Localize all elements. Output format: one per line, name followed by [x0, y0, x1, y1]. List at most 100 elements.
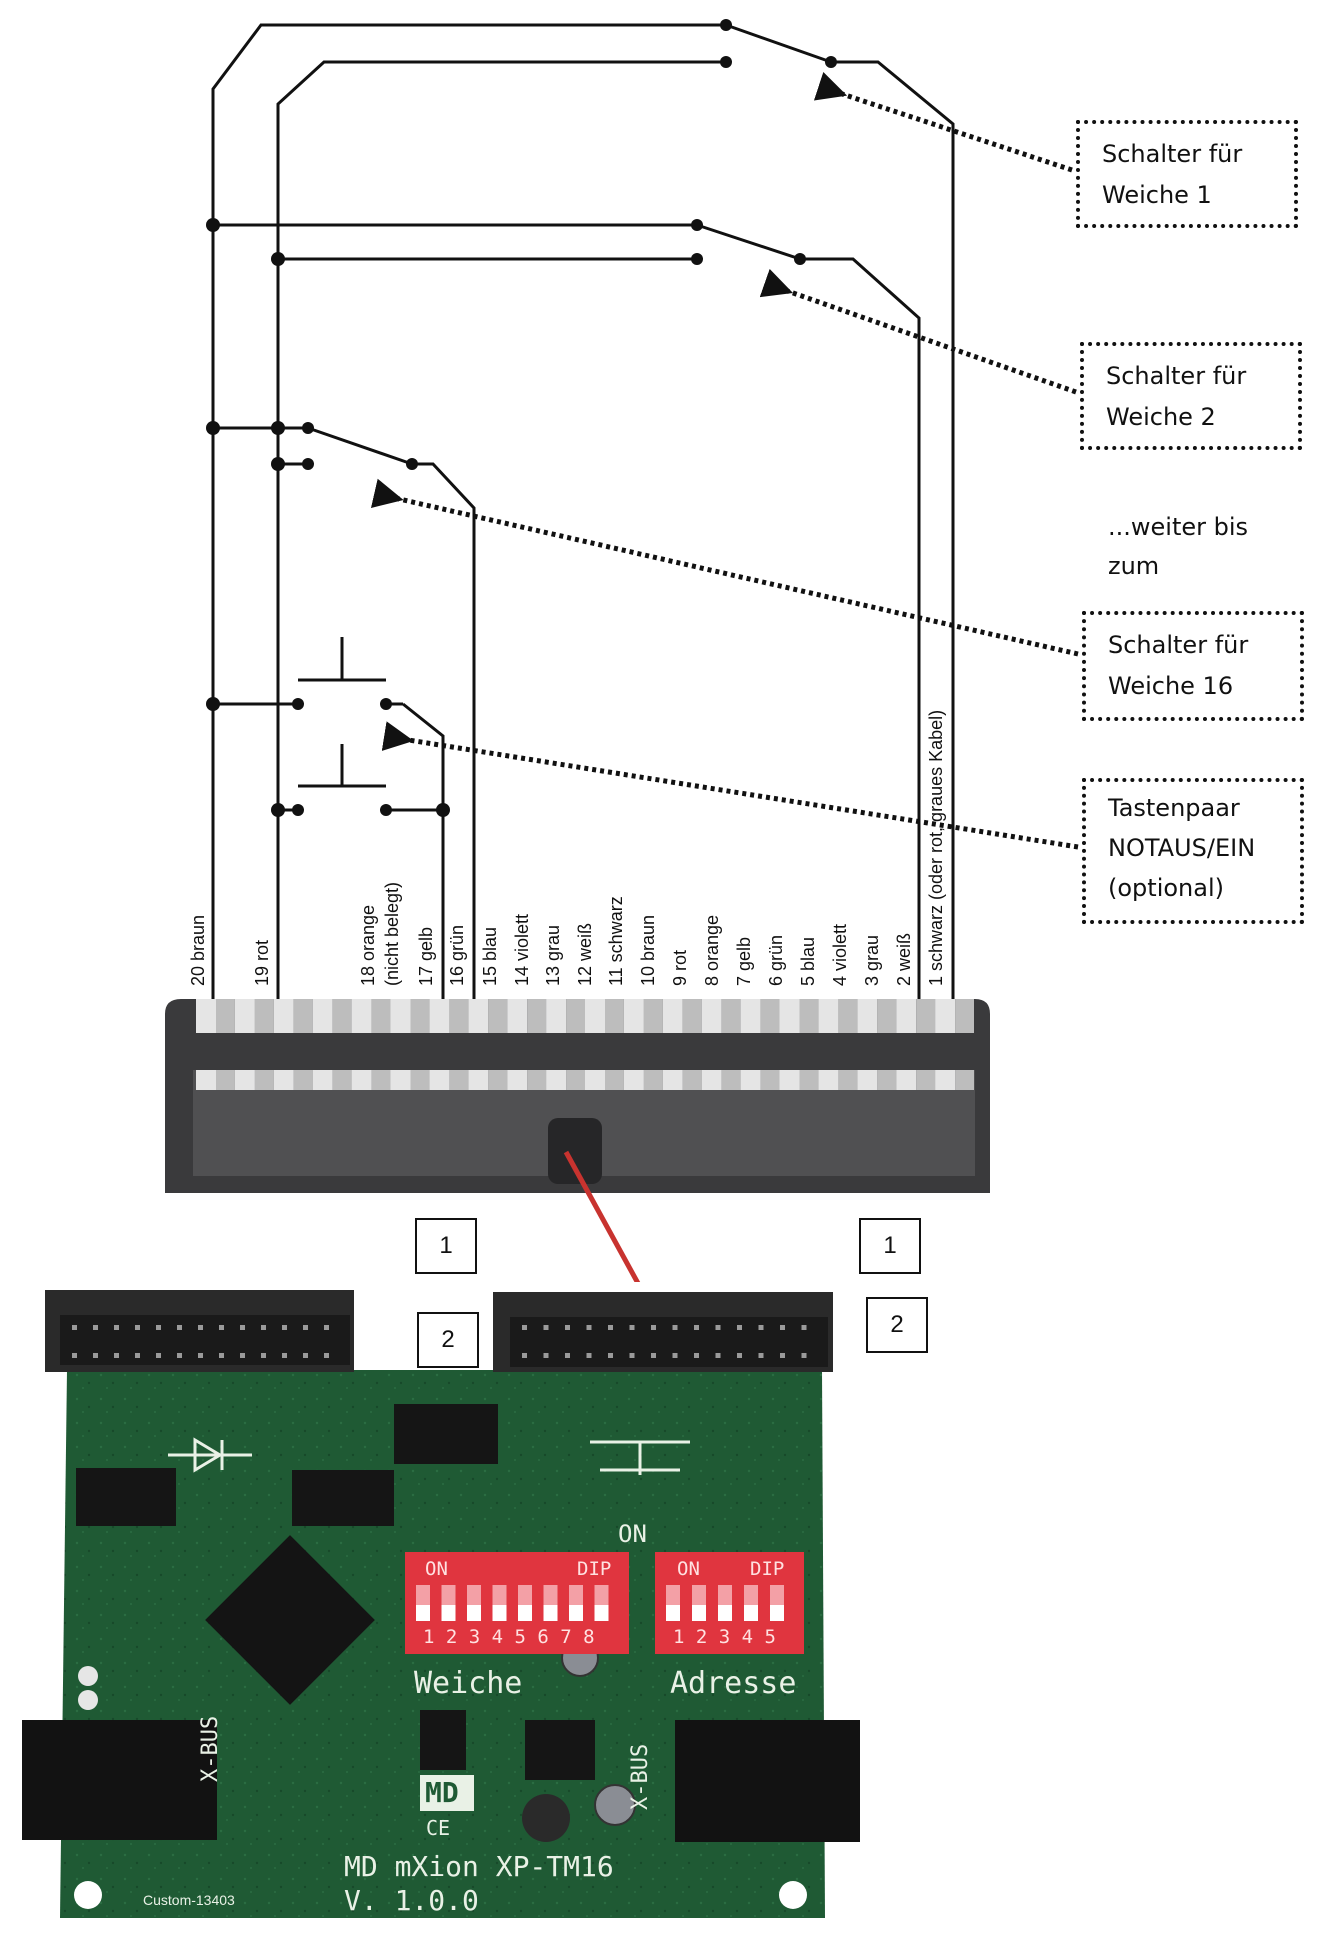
pin-label-text: (nicht belegt) — [382, 881, 402, 986]
connector-pin — [779, 1070, 800, 1090]
header-pin — [586, 1353, 592, 1358]
pin-label-text: 10 braun — [638, 914, 658, 986]
switch-weiche-2-dots — [206, 218, 806, 266]
product-name: MD mXion XP-TM16 — [344, 1850, 614, 1883]
custom-id: Custom-13403 — [143, 1892, 235, 1908]
header-pin — [694, 1325, 699, 1330]
number-box-left-1: 1 — [415, 1218, 477, 1274]
pin-label-text: 18 orange — [358, 904, 378, 986]
callout-text: Weiche 16 — [1108, 672, 1234, 700]
button-pair-notaus-ein — [213, 637, 445, 1005]
switch-weiche-16 — [213, 426, 476, 1005]
connector-pin-gap — [527, 999, 547, 1033]
dip-key-knob — [569, 1605, 583, 1621]
header-pin — [156, 1353, 161, 1358]
weiche-label: Weiche — [414, 1666, 523, 1701]
pin-label-text: 2 weiß — [894, 932, 914, 986]
connector-pin-gap — [410, 1070, 430, 1090]
pin-label-text: 1 schwarz (oder rot, graues Kabel) — [926, 709, 946, 986]
connector-pin-gap — [254, 999, 274, 1033]
capacitor-2 — [594, 1784, 636, 1826]
connector-pin-gap — [332, 999, 352, 1033]
microcontroller — [205, 1535, 375, 1705]
connector-pin — [623, 999, 644, 1033]
connector-pins-top — [196, 999, 974, 1033]
dip-key-knob — [492, 1605, 507, 1621]
dip-left-dip-label: DIP — [577, 1558, 612, 1580]
connector-pin-gap — [955, 1070, 974, 1090]
connector-pin — [546, 1070, 567, 1090]
header-pin — [72, 1325, 77, 1330]
connector-pin-gap — [254, 1070, 274, 1090]
connector-pin — [701, 1070, 722, 1090]
connector-pin — [896, 1070, 917, 1090]
pin-label-text: 13 grau — [543, 924, 563, 986]
pin-label-text: 8 orange — [702, 914, 722, 986]
header-pin — [261, 1353, 266, 1358]
callout-text: Schalter für — [1102, 140, 1243, 168]
header-pin — [672, 1353, 678, 1358]
header-pin — [324, 1325, 329, 1330]
connector-pin-gap — [643, 1070, 663, 1090]
connector-pin — [351, 1070, 372, 1090]
note-text: zum — [1108, 552, 1160, 580]
switch-weiche-2 — [213, 223, 921, 1005]
header-pin — [135, 1325, 140, 1330]
header-pins — [72, 1325, 807, 1358]
pin-label-text: 9 rot — [670, 949, 690, 986]
callout-text: Weiche 1 — [1102, 181, 1212, 209]
switch-weiche-1-dots — [720, 19, 837, 68]
header-pin — [758, 1325, 764, 1330]
connector-pin-gap — [682, 999, 702, 1033]
connector-pin — [740, 999, 761, 1033]
header-pin — [114, 1325, 119, 1330]
pin-label-text: 5 blau — [798, 936, 818, 986]
connector-pin-gap — [916, 999, 936, 1033]
header-pin — [780, 1353, 785, 1358]
dip-key-knob — [666, 1605, 680, 1621]
header-pin — [608, 1325, 613, 1330]
header-pin — [565, 1353, 570, 1358]
dip-right-dip-label: DIP — [750, 1558, 785, 1580]
callout-text: NOTAUS/EIN — [1108, 834, 1256, 862]
callout-schalter-weiche-16: Schalter für Weiche 16 — [1082, 611, 1304, 721]
callout-text: Tastenpaar — [1108, 794, 1240, 822]
header-pin — [737, 1353, 742, 1358]
dip-key-knob — [518, 1605, 532, 1621]
connector-pin — [623, 1070, 644, 1090]
connector-pin — [662, 1070, 683, 1090]
connector-pin-gap — [216, 999, 235, 1033]
connector-pin — [390, 999, 411, 1033]
connector-pin-gap — [721, 999, 741, 1033]
header-pin — [240, 1353, 245, 1358]
xbus-socket-right — [675, 1720, 860, 1842]
pin-label-text: 3 grau — [862, 934, 882, 986]
connector-pin — [196, 1070, 216, 1090]
connector-pin-gap — [916, 1070, 936, 1090]
pin-label-text: 15 blau — [480, 926, 500, 986]
arrow-weiche-2 — [759, 268, 1077, 395]
connector-pin — [935, 999, 956, 1033]
header-pin — [672, 1325, 678, 1330]
connector-pin — [779, 999, 800, 1033]
md-logo-text: MD — [425, 1776, 459, 1809]
connector-pin — [662, 999, 683, 1033]
connector-pin — [857, 999, 878, 1033]
connector-pin-gap — [799, 999, 819, 1033]
callout-tastenpaar: Tastenpaar NOTAUS/EIN (optional) — [1082, 778, 1304, 924]
pushbutton-symbol-icon — [590, 1440, 690, 1475]
on-label: ON — [618, 1520, 647, 1548]
dip-right-on-label: ON — [677, 1558, 700, 1580]
header-pin — [651, 1353, 656, 1358]
header-pin — [780, 1325, 785, 1330]
header-pin — [586, 1325, 592, 1330]
ribbon-connector — [165, 999, 990, 1193]
connector-pin-gap — [799, 1070, 819, 1090]
connector-pin — [546, 999, 567, 1033]
number-box-right-2: 2 — [866, 1297, 928, 1353]
connector-pin — [585, 1070, 605, 1090]
ic-chip-3 — [394, 1404, 498, 1464]
header-pin — [737, 1325, 742, 1330]
switch-weiche-1 — [211, 23, 955, 1005]
switch-weiche-16-dots — [206, 421, 418, 471]
